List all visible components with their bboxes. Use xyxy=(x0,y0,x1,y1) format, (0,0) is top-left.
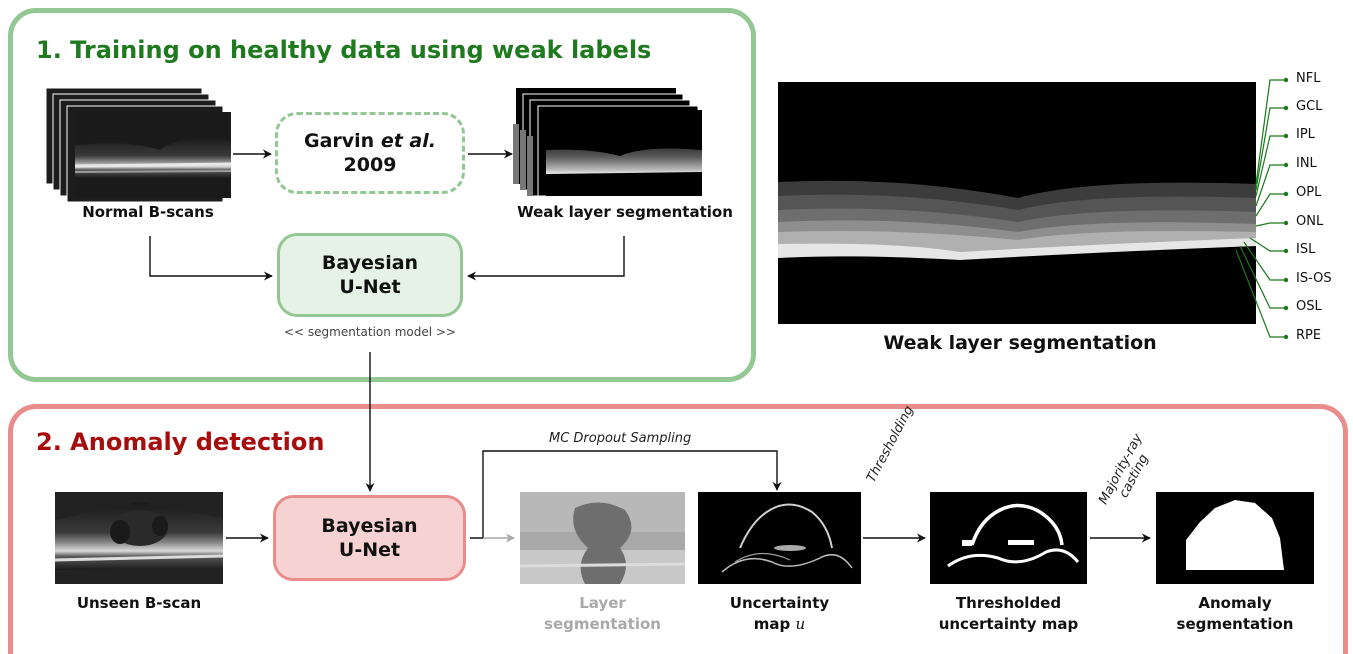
layer-label-onl: ONL xyxy=(1296,214,1324,229)
thresh-line2: uncertainty map xyxy=(938,615,1079,633)
unseen-bscan-image xyxy=(54,492,224,584)
layer-label-gcl: GCL xyxy=(1296,99,1323,114)
bunet2-line2: U-Net xyxy=(338,539,401,561)
thresh-line1: Thresholded xyxy=(955,594,1062,612)
segmentation-model-label: << segmentation model >> xyxy=(283,325,456,339)
uncert-line2: map xyxy=(753,615,791,633)
weak-seg-caption: Weak layer segmentation xyxy=(517,203,733,221)
bayesian-unet-training-box: Bayesian U-Net xyxy=(277,233,463,317)
mc-dropout-label: MC Dropout Sampling xyxy=(549,431,692,446)
bunet2-line1: Bayesian xyxy=(321,515,418,537)
layer-label-isl: ISL xyxy=(1296,242,1316,257)
layer-seg-line1: Layer xyxy=(579,594,626,612)
anom-line1: Anomaly xyxy=(1198,594,1272,612)
thresholded-caption: Thresholded uncertainty map xyxy=(915,593,1102,635)
garvin-year: 2009 xyxy=(343,154,397,176)
layer-label-ipl: IPL xyxy=(1296,127,1315,142)
layer-label-is-os: IS-OS xyxy=(1296,271,1332,286)
layer-seg-image xyxy=(519,492,686,584)
training-title: 1. Training on healthy data using weak l… xyxy=(36,36,652,64)
anomaly-title: 2. Anomaly detection xyxy=(36,428,325,456)
layer-label-nfl: NFL xyxy=(1296,71,1321,86)
thresholded-map-image xyxy=(930,492,1087,584)
uncert-symbol: u xyxy=(795,615,806,633)
uncertainty-map-image xyxy=(698,492,861,584)
weak-seg-stack-image xyxy=(513,88,702,197)
bunet-line2: U-Net xyxy=(339,276,401,298)
uncertainty-caption: Uncertainty map u xyxy=(698,593,861,635)
layer-leader-lines xyxy=(1235,79,1285,338)
layer-label-opl: OPL xyxy=(1296,185,1322,200)
unseen-bscan-caption: Unseen B-scan xyxy=(76,594,202,612)
anomaly-seg-image xyxy=(1156,492,1314,584)
layer-seg-caption: Layer segmentation xyxy=(520,593,685,635)
layer-leader-dots xyxy=(1283,77,1289,340)
garvin-etal: et al. xyxy=(380,130,436,152)
layer-label-inl: INL xyxy=(1296,156,1317,171)
layer-seg-line2: segmentation xyxy=(544,615,661,633)
weak-layer-seg-image xyxy=(778,82,1256,324)
garvin-box: Garvin et al. 2009 xyxy=(275,112,465,194)
anom-line2: segmentation xyxy=(1176,615,1294,633)
garvin-name: Garvin xyxy=(304,130,375,152)
uncert-line1: Uncertainty xyxy=(729,594,830,612)
layer-label-rpe: RPE xyxy=(1296,328,1322,343)
anomaly-seg-caption: Anomaly segmentation xyxy=(1150,593,1320,635)
normal-bscans-image xyxy=(45,87,232,203)
training-arrows xyxy=(149,149,625,492)
bayesian-unet-anomaly-box: Bayesian U-Net xyxy=(273,495,466,581)
anomaly-arrows xyxy=(226,450,1151,543)
normal-bscans-caption: Normal B-scans xyxy=(82,203,214,221)
weak-layer-seg-caption: Weak layer segmentation xyxy=(883,332,1157,354)
layer-label-osl: OSL xyxy=(1296,299,1322,314)
anomaly-panel xyxy=(8,404,1348,654)
bunet-line1: Bayesian xyxy=(321,252,419,274)
training-panel xyxy=(8,8,756,382)
